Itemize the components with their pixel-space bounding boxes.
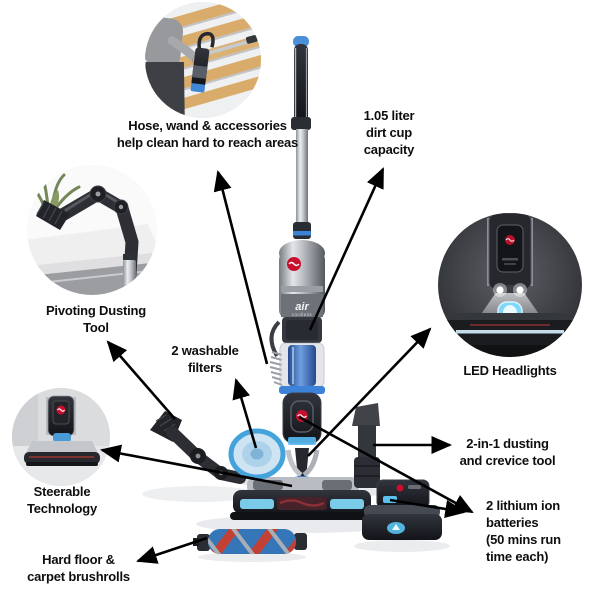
steerable-callout-label: Steerable Technology bbox=[27, 484, 97, 517]
hose-arrow bbox=[213, 169, 269, 365]
body-brand-text: air bbox=[295, 301, 309, 313]
two-in-one-callout-label: 2-in-1 dusting and crevice tool bbox=[459, 436, 556, 469]
steerable-arrow bbox=[99, 444, 293, 488]
hose-stairs-inset-photo bbox=[145, 2, 261, 118]
vacuum-illustration: air cordless bbox=[230, 36, 374, 520]
filters-arrow bbox=[232, 378, 258, 449]
dirt-cup-arrow bbox=[308, 167, 385, 331]
batteries-callout-label: 2 lithium ion batteries (50 mins run tim… bbox=[486, 498, 561, 565]
hose-callout-label: Hose, wand & accessories help clean hard… bbox=[116, 118, 299, 151]
callout-arrows bbox=[99, 167, 474, 564]
body-brand-subtext: cordless bbox=[292, 312, 312, 317]
led-headlights-inset-photo bbox=[438, 213, 582, 357]
brushrolls-arrow bbox=[136, 536, 208, 564]
led-arrow bbox=[307, 327, 432, 457]
led-callout-label: LED Headlights bbox=[463, 363, 557, 378]
batteries-arrow-long bbox=[298, 415, 474, 514]
steerable-inset-photo bbox=[12, 388, 110, 486]
filters-callout-label: 2 washable filters bbox=[171, 343, 239, 376]
pivoting-tool-inset-photo bbox=[27, 165, 157, 295]
pivoting-dusting-tool bbox=[150, 411, 246, 484]
batteries-arrow-short bbox=[389, 498, 467, 518]
dirt-cup-callout-label: 1.05 liter dirt cup capacity bbox=[363, 108, 415, 158]
pivoting-arrow bbox=[106, 340, 176, 420]
brushrolls-callout-label: Hard floor & carpet brushrolls bbox=[27, 552, 130, 585]
brushroll-photo bbox=[193, 529, 307, 554]
washable-filter-disc bbox=[228, 428, 286, 480]
pivoting-callout-label: Pivoting Dusting Tool bbox=[45, 303, 147, 336]
